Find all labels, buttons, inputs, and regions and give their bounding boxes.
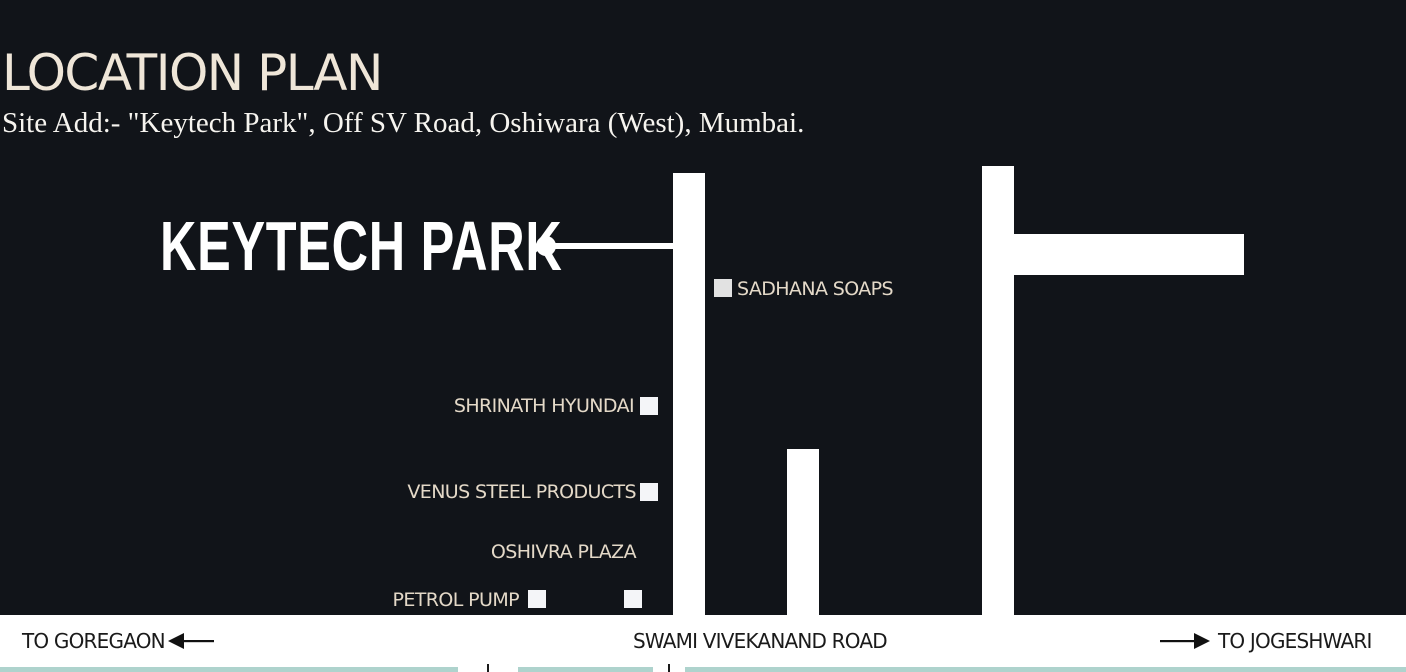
strip-tick xyxy=(668,664,670,672)
landmark-petrol-pump: PETROL PUMP xyxy=(392,589,520,611)
road-name: SWAMI VIVEKANAND ROAD xyxy=(633,629,888,653)
landmark-sadhana-soaps: SADHANA SOAPS xyxy=(737,278,894,300)
landmark-venus-steel-products: VENUS STEEL PRODUCTS xyxy=(407,481,636,503)
strip-tick xyxy=(487,664,489,672)
landmark-oshivra-plaza: OSHIVRA PLAZA xyxy=(490,541,637,563)
landmark-shrinath-hyundai: SHRINATH HYUNDAI xyxy=(453,395,635,417)
square-marker-icon xyxy=(714,279,732,297)
direction-goregaon: TO GOREGAON xyxy=(22,629,166,653)
square-marker-icon xyxy=(640,483,658,501)
page-title: LOCATION PLAN xyxy=(2,44,383,102)
square-marker-icon xyxy=(528,590,546,608)
side-road-1 xyxy=(673,173,705,615)
arrow-left-icon xyxy=(168,633,214,649)
bottom-strip xyxy=(0,667,1406,672)
side-road-2 xyxy=(787,449,819,615)
site-pointer-line xyxy=(550,243,674,249)
site-address: Site Add:- "Keytech Park", Off SV Road, … xyxy=(2,107,805,139)
arrow-right-icon xyxy=(1160,633,1210,649)
dot-pointer-icon xyxy=(536,236,556,256)
square-marker-icon xyxy=(640,397,658,415)
square-marker-icon xyxy=(624,590,642,608)
side-road-3-branch xyxy=(982,234,1244,275)
direction-jogeshwari: TO JOGESHWARI xyxy=(1218,629,1372,653)
site-name-label: KEYTECH PARK xyxy=(160,207,563,285)
